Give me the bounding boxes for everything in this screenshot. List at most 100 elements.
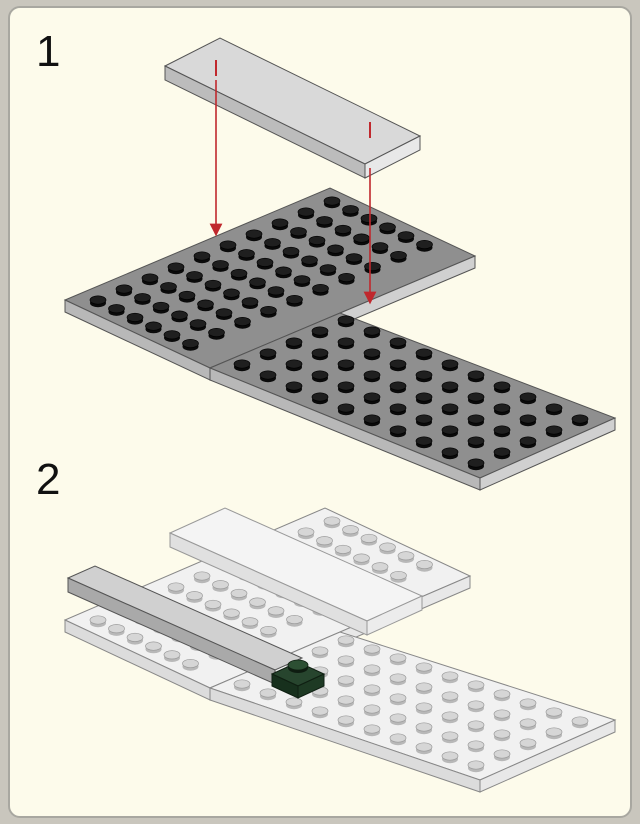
stud — [343, 526, 359, 534]
stud — [416, 683, 432, 691]
stud — [312, 371, 328, 379]
stud — [313, 284, 329, 292]
stud — [291, 228, 307, 236]
stud — [234, 360, 250, 368]
stud — [190, 320, 206, 328]
stud — [546, 426, 562, 434]
stud — [365, 262, 381, 270]
stud — [364, 349, 380, 357]
stud — [283, 247, 299, 255]
stud — [380, 543, 396, 551]
stud — [468, 741, 484, 749]
stud — [416, 393, 432, 401]
stud — [442, 712, 458, 720]
stud — [168, 583, 184, 591]
stud — [312, 647, 328, 655]
stud — [287, 615, 303, 623]
stud — [260, 371, 276, 379]
stud — [364, 645, 380, 653]
stud — [520, 699, 536, 707]
stud — [309, 236, 325, 244]
stud — [250, 598, 266, 606]
stud — [390, 404, 406, 412]
stud — [364, 327, 380, 335]
stud — [146, 322, 162, 330]
stud — [468, 371, 484, 379]
stud — [416, 415, 432, 423]
stud — [183, 339, 199, 347]
stud — [361, 214, 377, 222]
stud — [312, 707, 328, 715]
stud — [90, 296, 106, 304]
stud — [261, 306, 277, 314]
stud — [494, 382, 510, 390]
stud — [390, 694, 406, 702]
stud — [468, 681, 484, 689]
stud — [416, 663, 432, 671]
stud — [468, 761, 484, 769]
stud — [312, 393, 328, 401]
stud — [261, 626, 277, 634]
stud — [338, 716, 354, 724]
stud — [380, 223, 396, 231]
stud — [338, 656, 354, 664]
stud — [205, 600, 221, 608]
stud — [398, 232, 414, 240]
stud — [417, 240, 433, 248]
stud — [572, 717, 588, 725]
stud — [361, 534, 377, 542]
stud — [442, 360, 458, 368]
stud — [320, 265, 336, 273]
stud — [391, 251, 407, 259]
stud — [442, 404, 458, 412]
stud — [572, 415, 588, 423]
stud — [416, 723, 432, 731]
stud — [390, 426, 406, 434]
stud — [338, 696, 354, 704]
stud — [390, 734, 406, 742]
stud — [364, 415, 380, 423]
stud — [416, 349, 432, 357]
stud — [372, 563, 388, 571]
stud — [116, 285, 132, 293]
instruction-artwork — [10, 8, 632, 818]
stud — [168, 263, 184, 271]
stud — [346, 254, 362, 262]
stud — [268, 287, 284, 295]
stud — [416, 743, 432, 751]
stud — [286, 360, 302, 368]
stud — [239, 250, 255, 258]
stud — [198, 300, 214, 308]
stud — [250, 278, 266, 286]
stud — [298, 528, 314, 536]
stud — [339, 273, 355, 281]
stud — [146, 642, 162, 650]
stud — [354, 234, 370, 242]
stud — [442, 732, 458, 740]
stud — [324, 517, 340, 525]
stud — [234, 680, 250, 688]
stud — [442, 448, 458, 456]
stud — [338, 676, 354, 684]
stud — [142, 274, 158, 282]
stud — [364, 665, 380, 673]
stud — [338, 636, 354, 644]
stud — [442, 752, 458, 760]
stud — [520, 739, 536, 747]
stud — [546, 728, 562, 736]
stud — [194, 572, 210, 580]
stud — [354, 554, 370, 562]
stud — [372, 243, 388, 251]
stud — [442, 692, 458, 700]
stud — [220, 241, 236, 249]
stud — [417, 560, 433, 568]
stud — [494, 730, 510, 738]
stud — [468, 701, 484, 709]
stud — [338, 360, 354, 368]
stud — [338, 338, 354, 346]
stud — [494, 690, 510, 698]
stud — [90, 616, 106, 624]
stud — [257, 258, 273, 266]
stud — [494, 448, 510, 456]
stud — [205, 280, 221, 288]
